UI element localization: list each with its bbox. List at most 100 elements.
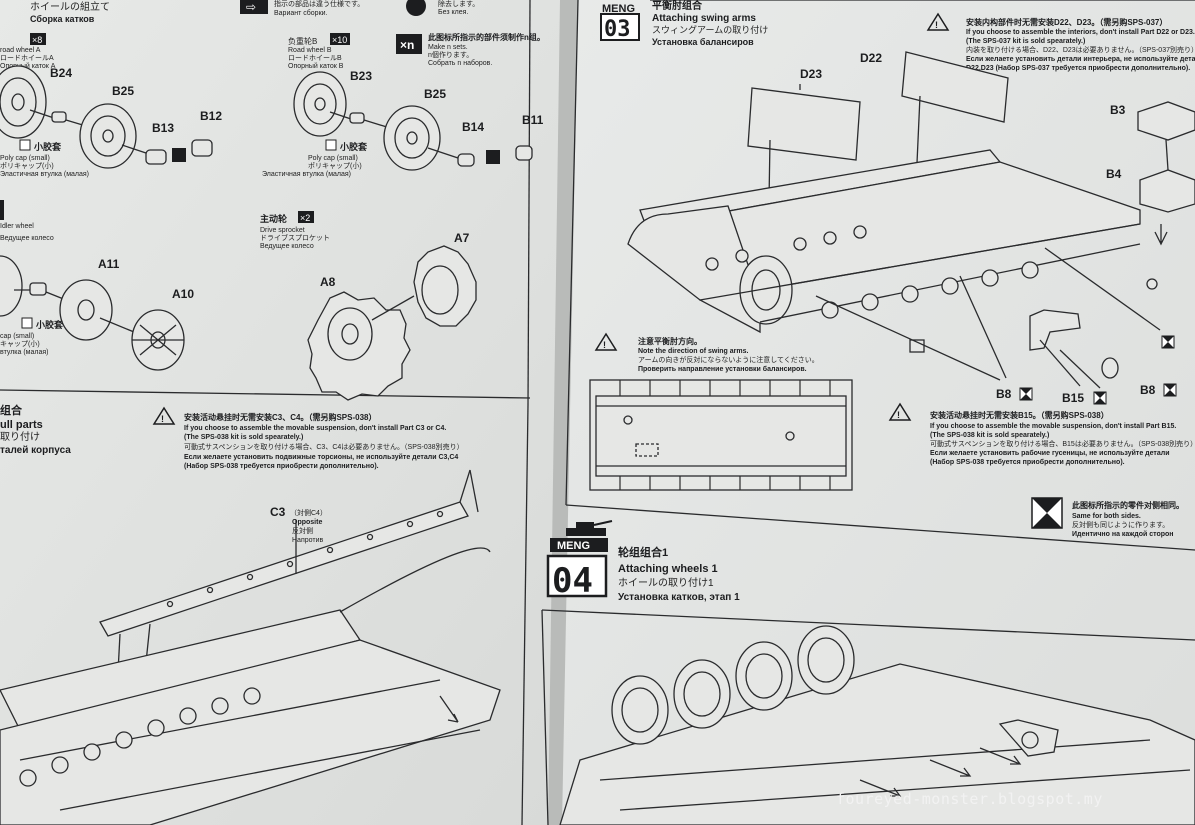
warning-ru1: Если желаете установить подвижные торсио…: [184, 453, 458, 461]
direction-icon-2: [486, 150, 500, 164]
notneeded-ru: Без клея.: [438, 9, 468, 16]
road-wheel-a-en: road wheel A: [0, 47, 41, 54]
part-d22: D22: [860, 51, 882, 65]
idler-bar: [0, 200, 4, 220]
poly-cap-ru: Эластичная втулка (малая): [0, 171, 89, 178]
hull-step-ru: талей корпуса: [0, 445, 71, 456]
warning-top-en1: If you choose to assemble the interiors,…: [966, 29, 1195, 36]
step04-zh: 轮组组合1: [618, 545, 668, 559]
step04-number-box: [546, 554, 608, 598]
drive-sprocket-ru: Ведущее колесо: [260, 243, 314, 250]
variant-icon: [240, 0, 268, 14]
step03-jp: スウィングアームの取り付け: [652, 24, 768, 35]
left-step-frame: [0, 0, 531, 825]
road-wheel-a-ru: Опорный каток А: [0, 62, 56, 70]
poly-cap-icon-3: [21, 317, 33, 329]
no-glue-icon: [406, 0, 426, 16]
part-c3: C3: [270, 505, 286, 519]
make-n-zh: 此图标所指示的部件须制作n组。: [428, 32, 545, 42]
part-a11: A11: [98, 257, 120, 271]
variant-ru: Вариант сборки.: [274, 9, 328, 17]
part-b24: B24: [50, 66, 72, 80]
poly-cap-2-en: cap (small): [0, 333, 34, 340]
road-wheel-b-jp: ロードホイールB: [288, 54, 342, 62]
both-sides-zh: 此图标所指示的零件对侧相同。: [1072, 500, 1184, 510]
part-b13: B13: [152, 121, 174, 135]
part-b25: B25: [112, 84, 134, 98]
idler-en: Idler wheel: [0, 223, 34, 230]
hull-swing-arm-drawing: [627, 149, 1141, 334]
poly-cap-en: Poly cap (small): [0, 155, 50, 162]
hull-bottom-view: [589, 379, 853, 491]
qty-b: ×10: [332, 35, 347, 45]
warning-en2: (The SPS-038 kit is sold spearately.): [184, 434, 303, 441]
warning-mid-ru1: Если желаете установить рабочие гусеницы…: [930, 449, 1170, 457]
warning-jp: 可動式サスペンションを取り付ける場合、C3、C4は必要ありません。（SPS-03…: [184, 442, 464, 451]
note-en: Note the direction of swing arms.: [638, 348, 749, 355]
make-n-jp: n個作ります。: [428, 50, 473, 59]
qty-badge-a: [30, 33, 46, 45]
wheel-ru: Сборка катков: [30, 14, 95, 24]
variant-arrow-icon: ⇨: [246, 0, 256, 14]
wheel-jp: ホイールの組立て: [30, 0, 110, 13]
poly-cap-zh-2: 小胶套: [339, 141, 368, 152]
poly-cap-zh: 小胶套: [33, 141, 62, 152]
warning-bang-mid: !: [897, 410, 900, 420]
warning-mid-zh: 安装活动悬挂时无需安装B15。（需另购SPS-038）: [930, 410, 1109, 420]
road-wheel-b-zh: 负重轮B: [288, 36, 317, 46]
poly-cap-2-zh: 小胶套: [35, 319, 64, 330]
opposite-jp: 反対側: [292, 526, 313, 535]
hull-step-zh: 组合: [0, 403, 23, 417]
sprocket-assembly: [307, 245, 477, 401]
warning-top-ru1: Если желаете установить детали интерьера…: [966, 55, 1195, 63]
note-zh: 注意平衡肘方向。: [638, 336, 702, 346]
hull-step-en: ull parts: [0, 419, 43, 431]
both-sides-ru: Идентично на каждой сторон: [1072, 530, 1174, 538]
road-wheel-b-ru: Опорный каток В: [288, 62, 344, 70]
idler-ru: Ведущее колесо: [0, 235, 54, 242]
poly-cap-icon: [19, 139, 31, 151]
warning-icon: [152, 406, 176, 425]
opposite-en: Opposite: [292, 519, 322, 526]
warning-top-ru2: D22,D23 (Набор SPS-037 требуется приобре…: [966, 64, 1190, 72]
both-sides-mark-c: [1164, 384, 1176, 396]
warning-icon-top: [926, 12, 950, 31]
poly-cap-en-2: Poly cap (small): [308, 155, 358, 162]
warning-mid-ru2: (Набор SPS-038 требуется приобрести допо…: [930, 458, 1125, 466]
part-b8-b: B8: [1140, 383, 1156, 397]
warning-top-en2: (The SPS-037 kit is sold spearately.): [966, 38, 1085, 45]
warning-bang-icon: !: [161, 414, 164, 424]
part-b4: B4: [1106, 167, 1122, 181]
warning-mid-en1: If you choose to assemble the movable su…: [930, 423, 1176, 430]
meng-logo-04: MENG: [557, 540, 590, 552]
road-wheel-a-jp: ロードホイールA: [0, 54, 54, 62]
variant-jp: 指示の部品は違う仕様です。: [274, 0, 364, 8]
watermark: foureyed-monster.blogspot.my: [836, 790, 1103, 808]
step04-frame: [541, 609, 1195, 825]
warning-top-zh: 安装内构部件时无需安装D22、D23。（需另购SPS-037）: [966, 17, 1167, 27]
note-ru: Проверить направление установки балансир…: [638, 365, 807, 373]
part-a8: A8: [320, 275, 336, 289]
step03-zh: 平衡肘组合: [652, 0, 703, 12]
hull-step-jp: 取り付け: [0, 430, 40, 443]
direction-icon: [172, 148, 186, 162]
note-jp: アームの向きが反対にならないように注意してください。: [638, 355, 819, 364]
wheel-assembly-b: [293, 71, 533, 171]
poly-cap-icon-2: [325, 139, 337, 151]
step03-number: 03: [604, 17, 631, 42]
part-b23: B23: [350, 69, 372, 83]
both-sides-legend-mark: [1032, 498, 1062, 528]
both-sides-mark-a: [1020, 388, 1032, 400]
part-d23: D23: [800, 67, 822, 81]
warning-mid-jp: 可動式サスペンションを取り付ける場合、B15は必要ありません。（SPS-038別…: [930, 439, 1195, 448]
part-a7: A7: [454, 231, 470, 245]
note-bang: !: [603, 340, 606, 350]
part-b11: B11: [522, 113, 544, 127]
part-b12: B12: [200, 109, 222, 123]
warning-ru2: (Набор SPS-038 требуется приобрести допо…: [184, 462, 379, 470]
warning-zh: 安装活动悬挂时无需安装C3、C4。（需另购SPS-038）: [184, 412, 376, 422]
step04-jp: ホイールの取り付け1: [618, 576, 714, 589]
part-b3: B3: [1110, 103, 1126, 117]
